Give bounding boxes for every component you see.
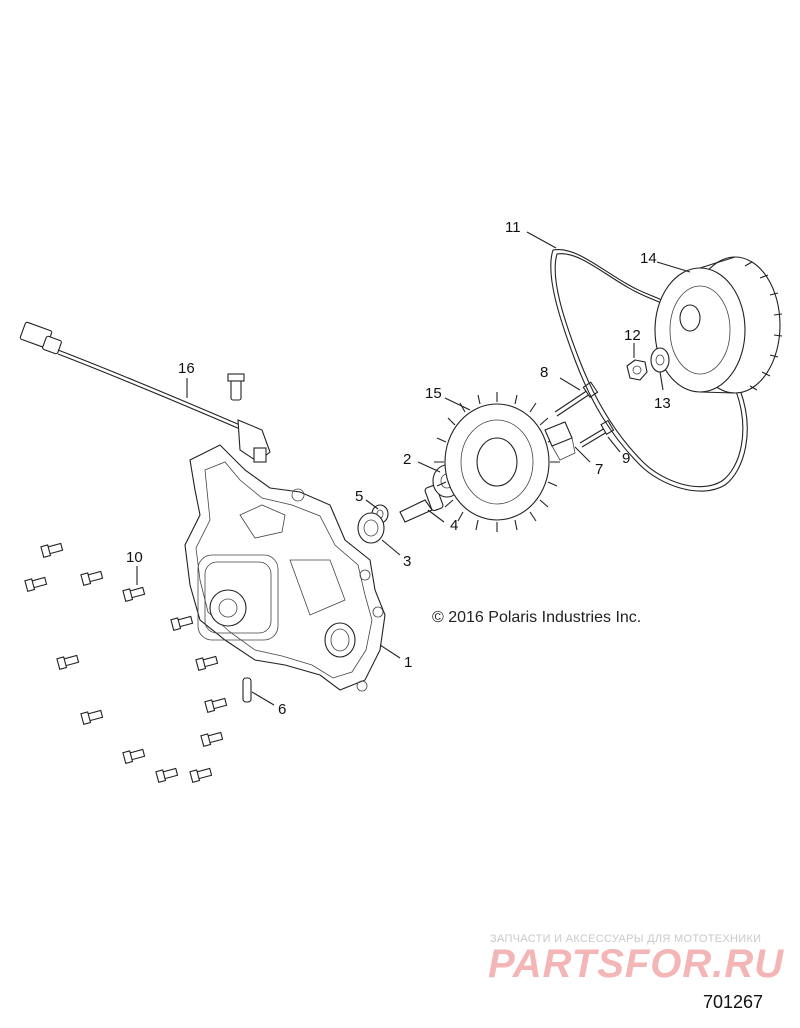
callout-16: 16 xyxy=(178,360,195,377)
callout-8: 8 xyxy=(540,364,548,381)
part-16-sensor-harness xyxy=(19,321,271,463)
callout-1: 1 xyxy=(404,654,412,671)
part-1-housing xyxy=(184,444,386,692)
callout-4: 4 xyxy=(450,517,458,534)
callout-7: 7 xyxy=(595,461,603,478)
callout-5: 5 xyxy=(355,488,363,505)
watermark-tagline: ЗАПЧАСТИ И АКСЕССУАРЫ ДЛЯ МОТОТЕХНИКИ xyxy=(490,933,762,945)
part-11-gasket xyxy=(550,249,748,492)
callout-13: 13 xyxy=(654,395,671,412)
callout-15: 15 xyxy=(425,385,442,402)
part-9-bolt xyxy=(579,419,615,448)
part-14-flywheel xyxy=(654,256,783,394)
callout-3: 3 xyxy=(403,553,411,570)
callout-10: 10 xyxy=(126,549,143,566)
part-15-stator xyxy=(434,392,560,532)
part-6-dowel-pin xyxy=(242,677,252,703)
callout-6: 6 xyxy=(278,701,286,718)
part-3-seal xyxy=(357,512,385,544)
part-12-nut xyxy=(626,359,648,381)
callout-11: 11 xyxy=(505,219,521,236)
callout-14: 14 xyxy=(640,250,657,267)
watermark-brand-logo: PARTSFOR.RU xyxy=(488,942,785,986)
diagram-id: 701267 xyxy=(703,992,764,1012)
callout-2: 2 xyxy=(403,451,411,468)
copyright-notice: © 2016 Polaris Industries Inc. xyxy=(432,609,642,626)
part-13-washer xyxy=(650,347,670,373)
part-7-clamp xyxy=(544,421,576,461)
callout-12: 12 xyxy=(624,327,641,344)
part-10-bolts xyxy=(24,542,228,784)
callout-9: 9 xyxy=(622,450,630,467)
part-4-shaft xyxy=(399,484,444,523)
